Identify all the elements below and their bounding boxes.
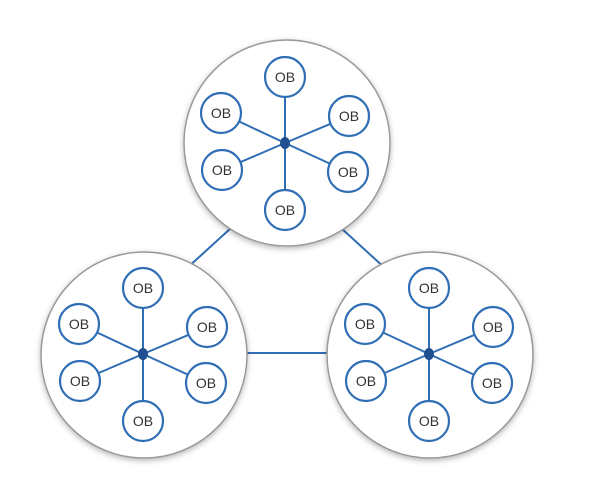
spoke xyxy=(284,142,331,165)
ob-node-label: OB xyxy=(482,375,502,391)
spoke xyxy=(96,331,144,355)
ob-node-label: OB xyxy=(133,280,153,296)
ob-node-circle xyxy=(344,359,388,403)
ob-node-label: OB xyxy=(356,373,376,389)
ob-node-label: OB xyxy=(419,413,439,429)
ob-node-circle xyxy=(407,399,451,443)
link-top-to-bottom-right xyxy=(340,227,387,270)
ob-node-circle xyxy=(121,266,165,310)
hub-dot xyxy=(424,348,434,360)
ob-node: OB xyxy=(470,361,514,405)
ob-node: OB xyxy=(343,302,387,346)
ob-node-label: OB xyxy=(211,105,231,121)
ob-node-label: OB xyxy=(275,69,295,85)
ob-node-label: OB xyxy=(212,162,232,178)
ob-node-circle xyxy=(327,94,371,138)
ob-node: OB xyxy=(58,359,102,403)
spoke xyxy=(383,353,430,375)
ob-node: OB xyxy=(184,361,228,405)
ob-node: OB xyxy=(263,188,307,232)
ob-node: OB xyxy=(327,94,371,138)
ob-node-circle xyxy=(57,302,101,346)
ob-node-circle xyxy=(470,361,514,405)
ob-node-circle xyxy=(263,188,307,232)
ob-node: OB xyxy=(471,305,515,349)
ob-node-label: OB xyxy=(133,413,153,429)
spoke xyxy=(239,142,286,164)
ob-node-circle xyxy=(263,55,307,99)
cluster-bottom-left: OB OB OB OB OB OB xyxy=(40,251,248,459)
ob-node-circle xyxy=(471,305,515,349)
ob-node: OB xyxy=(326,150,370,194)
ob-node: OB xyxy=(407,399,451,443)
spoke xyxy=(142,353,189,376)
spoke xyxy=(284,122,331,144)
ob-node-circle xyxy=(199,91,243,135)
ob-node: OB xyxy=(121,399,165,443)
ob-node: OB xyxy=(263,55,307,99)
ob-node: OB xyxy=(200,148,244,192)
ob-node-label: OB xyxy=(339,108,359,124)
ob-node-circle xyxy=(121,399,165,443)
ob-node-label: OB xyxy=(275,202,295,218)
cluster-bottom-right: OB OB OB OB OB OB xyxy=(326,251,534,459)
ob-node: OB xyxy=(121,266,165,310)
link-top-to-bottom-left xyxy=(185,227,232,270)
ob-node-circle xyxy=(407,266,451,310)
spoke xyxy=(142,333,189,355)
inter-cluster-links xyxy=(185,227,387,354)
ob-node: OB xyxy=(57,302,101,346)
ob-node-label: OB xyxy=(69,316,89,332)
ob-node-label: OB xyxy=(196,375,216,391)
spoke xyxy=(97,353,144,375)
ob-node-circle xyxy=(58,359,102,403)
ob-node-label: OB xyxy=(197,319,217,335)
ob-node-circle xyxy=(185,305,229,349)
hub-dot xyxy=(138,348,148,360)
spoke xyxy=(428,333,475,355)
ob-node-label: OB xyxy=(419,280,439,296)
hub-dot xyxy=(280,137,290,149)
ob-node-circle xyxy=(184,361,228,405)
ob-node: OB xyxy=(407,266,451,310)
cluster-top: OB OB OB OB OB OB xyxy=(183,39,391,247)
ob-node: OB xyxy=(199,91,243,135)
ob-node-circle xyxy=(343,302,387,346)
ob-node: OB xyxy=(185,305,229,349)
spoke xyxy=(238,120,286,144)
ob-node-circle xyxy=(200,148,244,192)
ob-node-label: OB xyxy=(483,319,503,335)
ob-node-label: OB xyxy=(338,164,358,180)
clusters: OB OB OB OB OB OB OB OB OB OB OB OB OB OB OB OB OB OB xyxy=(40,39,534,459)
ob-node: OB xyxy=(344,359,388,403)
ob-node-circle xyxy=(326,150,370,194)
ob-node-label: OB xyxy=(355,316,375,332)
ob-node-label: OB xyxy=(70,373,90,389)
spoke xyxy=(428,353,475,376)
spoke xyxy=(382,331,430,355)
